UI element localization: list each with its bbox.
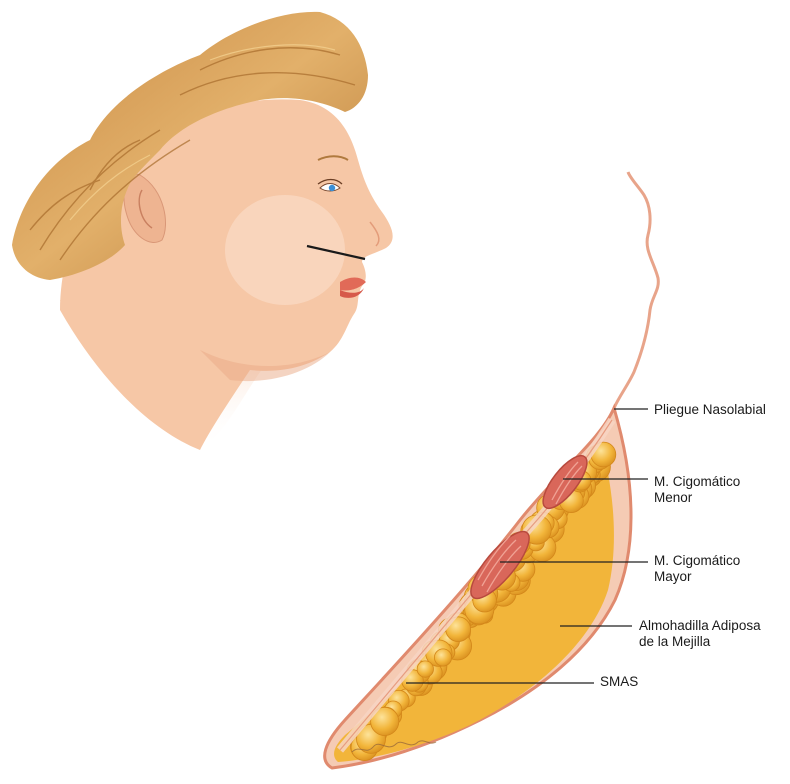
- label-cigomatico-menor: M. Cigomático Menor: [654, 474, 740, 506]
- label-pliegue-text: Pliegue Nasolabial: [654, 402, 766, 418]
- label-mayor-line1: M. Cigomático: [654, 553, 740, 569]
- head-profile-illustration: [12, 12, 393, 450]
- fat-cell: [417, 661, 433, 677]
- label-cigomatico-mayor: M. Cigomático Mayor: [654, 553, 740, 585]
- label-pliegue-nasolabial: Pliegue Nasolabial: [654, 402, 766, 418]
- label-almohadilla-line1: Almohadilla Adiposa: [639, 618, 761, 634]
- label-smas: SMAS: [600, 674, 638, 690]
- fat-cell: [434, 649, 451, 666]
- label-mayor-line2: Mayor: [654, 569, 740, 585]
- label-menor-line2: Menor: [654, 490, 740, 506]
- label-menor-line1: M. Cigomático: [654, 474, 740, 490]
- label-almohadilla-adiposa: Almohadilla Adiposa de la Mejilla: [639, 618, 761, 650]
- label-smas-text: SMAS: [600, 674, 638, 690]
- skin-contour: [614, 172, 658, 408]
- label-almohadilla-line2: de la Mejilla: [639, 634, 761, 650]
